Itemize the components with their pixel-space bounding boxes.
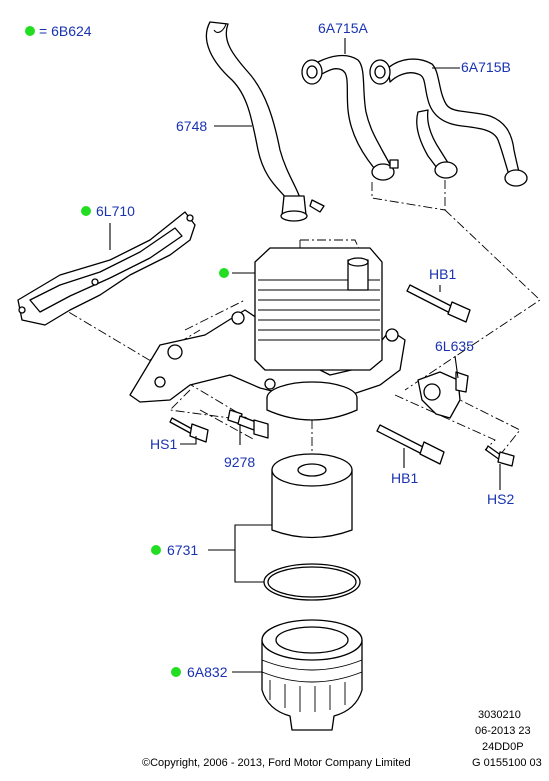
green-markers xyxy=(25,26,229,677)
copyright-notice: ©Copyright, 2006 - 2013, Ford Motor Comp… xyxy=(142,757,411,769)
label-6a715a[interactable]: 6A715A xyxy=(318,20,368,36)
label-hb1-top[interactable]: HB1 xyxy=(429,266,456,282)
bolt-hb1-top[interactable] xyxy=(406,284,471,323)
marker-6b624 xyxy=(219,268,229,278)
sensor-6l635[interactable] xyxy=(417,371,469,419)
label-hb1-bottom[interactable]: HB1 xyxy=(391,470,418,486)
part-labels: = 6B624 6748 6A715A 6A715B 6L710 HB1 6L6… xyxy=(39,20,514,680)
label-6748[interactable]: 6748 xyxy=(176,118,207,134)
hose-6a715b[interactable] xyxy=(369,58,528,187)
reference-line-2: 06-2013 23 xyxy=(475,725,531,737)
label-6l635[interactable]: 6L635 xyxy=(435,338,474,354)
label-6a832[interactable]: 6A832 xyxy=(187,664,228,680)
bolt-hs2[interactable] xyxy=(485,445,515,467)
oil-cooler-6b624[interactable] xyxy=(254,247,383,371)
reference-block: 3030210 06-2013 23 24DD0P G 0155100 03 xyxy=(472,709,542,769)
label-6l710[interactable]: 6L710 xyxy=(96,203,135,219)
gasket-6l710[interactable] xyxy=(17,211,196,326)
reference-line-3: 24DD0P xyxy=(482,741,524,753)
reference-line-1: 3030210 xyxy=(478,709,521,721)
marker-6731 xyxy=(151,545,161,555)
oil-filter-6731[interactable] xyxy=(263,453,361,601)
legend-label: = 6B624 xyxy=(39,23,92,39)
label-6a715b[interactable]: 6A715B xyxy=(461,59,511,75)
label-6731[interactable]: 6731 xyxy=(167,542,198,558)
bolt-hb1-bottom[interactable] xyxy=(376,424,445,465)
marker-6a832 xyxy=(171,667,181,677)
hose-6a715a[interactable] xyxy=(301,54,399,181)
hose-6748[interactable] xyxy=(205,21,325,222)
marker-6l710 xyxy=(81,206,91,216)
oil-filter-cap-6a832[interactable] xyxy=(261,619,363,731)
label-9278[interactable]: 9278 xyxy=(224,454,255,470)
reference-line-4: G 0155100 03 xyxy=(472,757,542,769)
leader-lines xyxy=(109,38,501,673)
bolt-hs1[interactable] xyxy=(169,417,209,443)
legend-marker xyxy=(25,26,35,36)
label-hs2[interactable]: HS2 xyxy=(487,491,514,507)
sensor-9278[interactable] xyxy=(227,409,269,439)
label-hs1[interactable]: HS1 xyxy=(150,436,177,452)
